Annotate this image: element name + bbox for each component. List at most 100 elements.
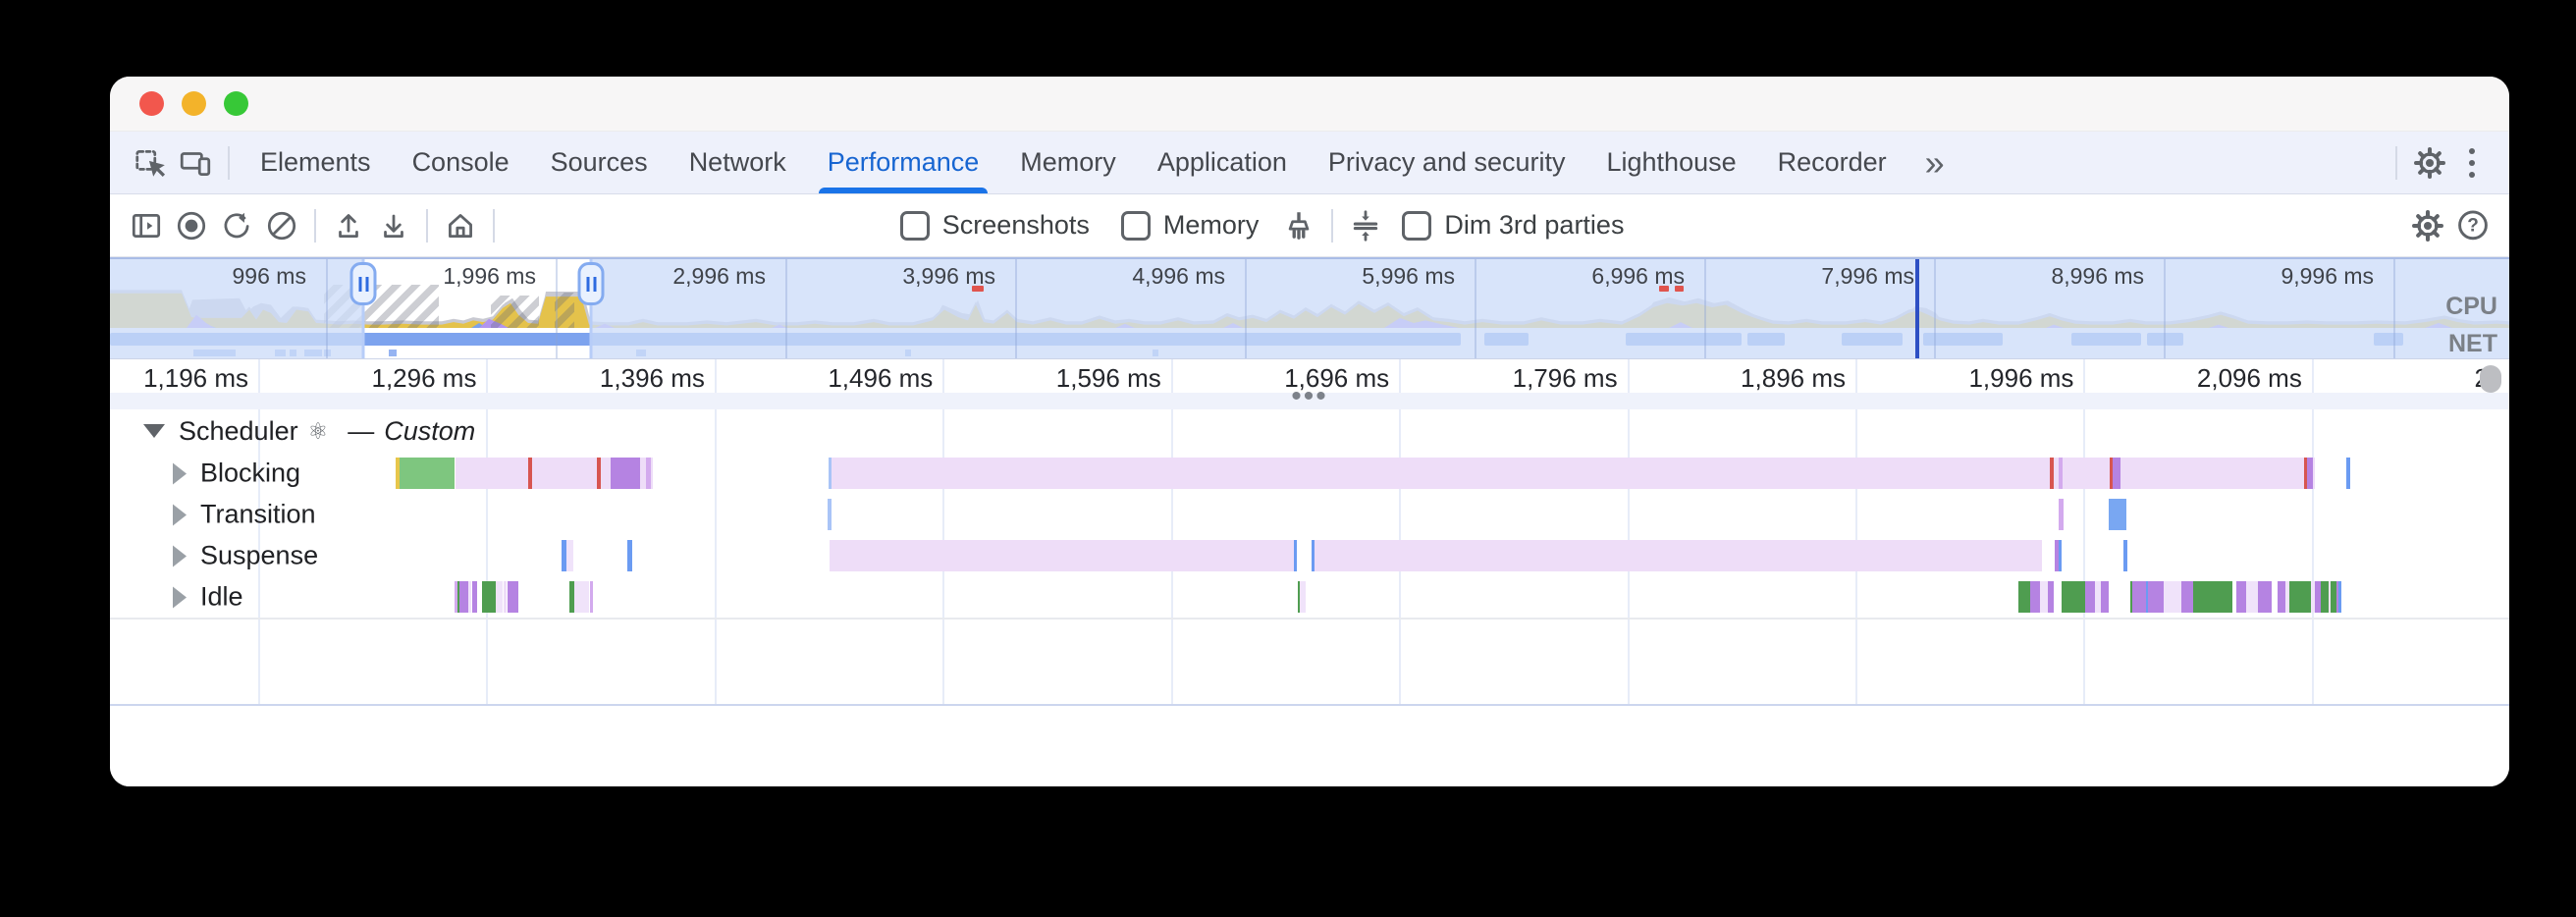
trace-event-segment[interactable] (645, 458, 652, 489)
traffic-light-close[interactable] (139, 91, 164, 116)
trace-event-segment[interactable] (2113, 458, 2121, 489)
trace-event-segment[interactable] (596, 458, 601, 489)
trace-event-segment[interactable] (2180, 581, 2193, 613)
customize-devtools-icon[interactable] (2452, 147, 2492, 178)
help-icon[interactable]: ? (2450, 203, 2496, 248)
trace-event-segment[interactable] (561, 540, 566, 571)
memory-checkbox[interactable] (1120, 210, 1151, 241)
trace-event-segment[interactable] (482, 581, 496, 613)
download-profile-icon[interactable] (371, 203, 416, 248)
overview-dimmed-left[interactable] (110, 259, 364, 358)
trace-event-segment[interactable] (2330, 581, 2337, 613)
trace-event-segment[interactable] (2084, 581, 2095, 613)
dim-3rd-parties-checkbox[interactable] (1402, 210, 1432, 241)
trace-event-segment[interactable] (468, 581, 472, 613)
more-tabs-chevron-icon[interactable]: » (1924, 141, 1945, 183)
device-toolbar-icon[interactable] (173, 140, 218, 186)
trace-event-segment[interactable] (2328, 581, 2332, 613)
collapse-triangle-icon[interactable] (143, 424, 165, 438)
trace-event-segment[interactable] (2061, 581, 2085, 613)
trace-event-segment[interactable] (589, 581, 593, 613)
selection-right-handle[interactable] (577, 262, 605, 305)
trace-event-segment[interactable] (2094, 581, 2102, 613)
clear-recording-icon[interactable] (259, 203, 304, 248)
trace-event-segment[interactable] (573, 581, 590, 613)
trace-event-segment[interactable] (2039, 581, 2049, 613)
trace-event-segment[interactable] (1311, 540, 1315, 571)
trace-event-segment[interactable] (2337, 581, 2341, 613)
inspect-element-icon[interactable] (128, 140, 173, 186)
trace-event-segment[interactable] (507, 581, 518, 613)
trace-event-segment[interactable] (527, 458, 532, 489)
trace-event-segment[interactable] (1297, 581, 1301, 613)
trace-event-segment[interactable] (2315, 581, 2321, 613)
trace-event-segment[interactable] (829, 540, 1295, 571)
track-label[interactable]: Transition (173, 500, 316, 530)
expand-triangle-icon[interactable] (173, 586, 187, 608)
tab-privacy-and-security[interactable]: Privacy and security (1327, 147, 1566, 177)
trace-event-segment[interactable] (565, 540, 574, 571)
trace-event-segment[interactable] (2336, 581, 2340, 613)
scrollbar-thumb[interactable] (2480, 365, 2501, 393)
track-label[interactable]: Suspense (173, 541, 318, 571)
tab-console[interactable]: Console (411, 147, 510, 177)
capture-settings-gear-icon[interactable] (2405, 203, 2450, 248)
track-header-scheduler[interactable]: Scheduler ⚛ — Custom (110, 409, 2509, 453)
trace-event-segment[interactable] (2346, 458, 2350, 489)
trace-event-segment[interactable] (2058, 540, 2062, 571)
trace-event-segment[interactable] (569, 581, 574, 613)
trace-event-segment[interactable] (1299, 581, 1307, 613)
trace-event-segment[interactable] (2288, 581, 2311, 613)
expand-triangle-icon[interactable] (173, 504, 187, 525)
expand-triangle-icon[interactable] (173, 545, 187, 566)
panel-resize-strip[interactable]: ••• (110, 381, 2509, 410)
trace-event-segment[interactable] (828, 499, 832, 530)
trace-event-segment[interactable] (1314, 540, 2042, 571)
traffic-light-zoom[interactable] (224, 91, 248, 116)
trace-event-segment[interactable] (828, 458, 2316, 489)
trace-event-segment[interactable] (2055, 540, 2059, 571)
trace-event-segment[interactable] (2059, 499, 2064, 530)
memory-checkbox-label[interactable]: Memory (1162, 210, 1260, 240)
toggle-sidebar-icon[interactable] (124, 203, 169, 248)
expand-triangle-icon[interactable] (173, 462, 187, 484)
trace-event-segment[interactable] (2304, 458, 2308, 489)
track-label[interactable]: Blocking (173, 458, 300, 489)
upload-profile-icon[interactable] (326, 203, 371, 248)
trace-event-segment[interactable] (2132, 581, 2146, 613)
dim-3rd-parties-checkbox-label[interactable]: Dim 3rd parties (1444, 210, 1625, 240)
trace-event-segment[interactable] (2236, 581, 2246, 613)
trace-event-segment[interactable] (1294, 540, 1298, 571)
tab-recorder[interactable]: Recorder (1777, 147, 1887, 177)
trace-event-segment[interactable] (456, 581, 460, 613)
track-label[interactable]: Idle (173, 582, 243, 613)
trace-event-segment[interactable] (2048, 581, 2055, 613)
traffic-light-minimize[interactable] (182, 91, 206, 116)
trace-event-segment[interactable] (626, 540, 633, 571)
trace-event-segment[interactable] (2145, 581, 2149, 613)
trace-event-segment[interactable] (503, 581, 508, 613)
trace-event-segment[interactable] (471, 581, 478, 613)
live-metrics-home-icon[interactable] (438, 203, 483, 248)
trace-event-segment[interactable] (2059, 458, 2064, 489)
trace-event-segment[interactable] (2192, 581, 2232, 613)
trace-event-segment[interactable] (611, 458, 640, 489)
trace-event-segment[interactable] (400, 458, 455, 489)
screenshots-checkbox[interactable] (899, 210, 930, 241)
playhead-line[interactable] (1915, 259, 1920, 358)
collect-garbage-icon[interactable] (1276, 203, 1321, 248)
details-pane-divider[interactable] (110, 704, 2509, 706)
trace-event-segment[interactable] (495, 581, 504, 613)
trace-event-segment[interactable] (2017, 581, 2030, 613)
trace-event-segment[interactable] (2123, 540, 2128, 571)
record-icon[interactable] (169, 203, 214, 248)
screenshots-checkbox-label[interactable]: Screenshots (941, 210, 1090, 240)
tab-lighthouse[interactable]: Lighthouse (1606, 147, 1737, 177)
trace-event-segment[interactable] (2320, 581, 2329, 613)
tab-network[interactable]: Network (688, 147, 786, 177)
trace-event-segment[interactable] (828, 458, 832, 489)
trace-event-segment[interactable] (2101, 581, 2110, 613)
trace-event-segment[interactable] (2284, 581, 2289, 613)
record-and-reload-icon[interactable] (214, 203, 259, 248)
